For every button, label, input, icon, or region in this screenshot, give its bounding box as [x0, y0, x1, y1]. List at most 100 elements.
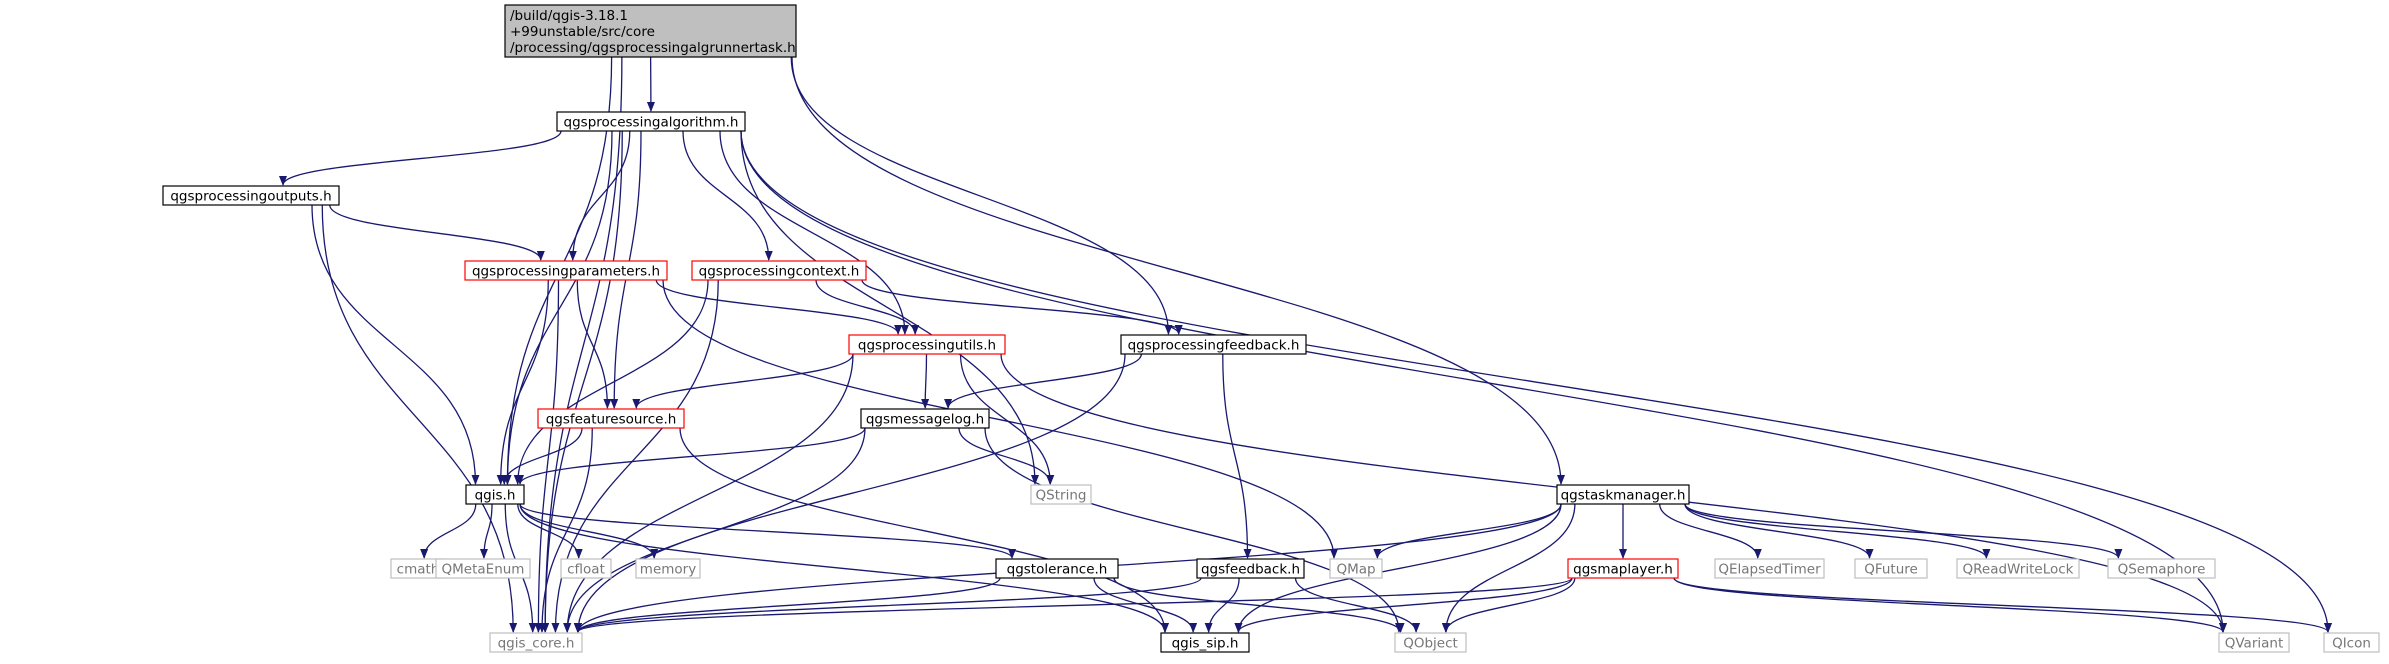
- edge-featsrc-to-qgiscore: [538, 427, 593, 633]
- node-label: QSemaphore: [2118, 562, 2206, 578]
- node-box: [1030, 484, 1092, 505]
- node-label: qgis_core.h: [498, 636, 575, 652]
- node-feedback[interactable]: qgsprocessingfeedback.h: [1120, 334, 1307, 355]
- node-label: QFuture: [1864, 562, 1918, 578]
- edge-params-to-qmap: [662, 279, 1338, 559]
- node-box: [504, 4, 797, 58]
- edge-qgis-to-cmath: [420, 503, 477, 559]
- edge-tolerance-to-qobject: [1113, 577, 1405, 633]
- node-featsrc[interactable]: qgsfeaturesource.h: [537, 408, 685, 429]
- node-label: QReadWriteLock: [1963, 562, 2074, 578]
- node-box: [1714, 558, 1825, 579]
- node-label: qgsfeedback.h: [1201, 562, 1300, 578]
- node-label: QElapsedTimer: [1718, 562, 1821, 578]
- node-params[interactable]: qgsprocessingparameters.h: [464, 260, 668, 281]
- edge-msglog-to-qstring: [958, 427, 1055, 485]
- node-box: [1196, 558, 1305, 579]
- node-qrwlock: QReadWriteLock: [1956, 558, 2080, 579]
- node-qelapsed: QElapsedTimer: [1714, 558, 1825, 579]
- node-box: [1567, 558, 1679, 579]
- node-root[interactable]: /build/qgis-3.18.1+99unstable/src/core/p…: [504, 4, 797, 58]
- node-label: QString: [1036, 488, 1087, 504]
- edge-alg-to-context: [682, 130, 773, 261]
- node-box: [537, 408, 685, 429]
- edge-root-to-taskmgr: [791, 56, 1565, 485]
- node-label: qgstaskmanager.h: [1561, 488, 1686, 504]
- node-box: [1956, 558, 2080, 579]
- node-label: /build/qgis-3.18.1: [510, 8, 628, 24]
- edge-feedback-to-qgiscore: [574, 353, 1126, 633]
- edge-params-to-qgiscore: [534, 279, 560, 633]
- node-label: qgsmaplayer.h: [1573, 562, 1673, 578]
- node-memory: memory: [635, 558, 701, 579]
- edge-taskmgr-to-qmap: [1373, 503, 1562, 559]
- node-utils[interactable]: qgsprocessingutils.h: [848, 334, 1006, 355]
- node-qgis[interactable]: qgis.h: [465, 484, 525, 505]
- edge-feedback-to-qgsfeedback: [1222, 353, 1252, 559]
- node-box: [2323, 632, 2380, 653]
- edge-outputs-to-qgiscore: [321, 204, 518, 633]
- node-label: qgsprocessingcontext.h: [699, 264, 860, 280]
- node-qmap: QMap: [1329, 558, 1383, 579]
- edge-feedback-to-msglog: [944, 353, 1143, 409]
- edge-context-to-qgis: [513, 279, 709, 485]
- node-label: qgis.h: [475, 488, 516, 504]
- node-msglog[interactable]: qgsmessagelog.h: [860, 408, 990, 429]
- edge-maplayer-to-qobject: [1441, 577, 1576, 633]
- node-maplayer[interactable]: qgsmaplayer.h: [1567, 558, 1679, 579]
- node-context[interactable]: qgsprocessingcontext.h: [691, 260, 867, 281]
- nodes-layer: /build/qgis-3.18.1+99unstable/src/core/p…: [162, 4, 2380, 653]
- node-label: qgis_sip.h: [1172, 636, 1239, 652]
- node-box: [995, 558, 1119, 579]
- node-box: [1854, 558, 1928, 579]
- node-qobject: QObject: [1394, 632, 1467, 653]
- edge-taskmgr-to-qobject: [1441, 503, 1576, 633]
- edge-qgis-to-tolerance: [519, 503, 1016, 559]
- node-box: [560, 558, 612, 579]
- node-label: qgstolerance.h: [1007, 562, 1108, 578]
- node-label: QVariant: [2225, 636, 2284, 652]
- node-label: cmath: [397, 562, 440, 578]
- node-box: [464, 260, 668, 281]
- node-label: qgsprocessingfeedback.h: [1128, 338, 1300, 354]
- node-outputs[interactable]: qgsprocessingoutputs.h: [162, 185, 340, 206]
- node-taskmgr[interactable]: qgstaskmanager.h: [1556, 484, 1690, 505]
- node-box: [848, 334, 1006, 355]
- node-qstring: QString: [1030, 484, 1092, 505]
- node-alg[interactable]: qgsprocessingalgorithm.h: [556, 111, 746, 132]
- edge-alg-to-qicon: [740, 130, 2332, 633]
- edge-alg-to-qvariant: [740, 130, 2227, 633]
- node-box: [556, 111, 746, 132]
- edge-utils-to-qgiscore: [563, 353, 854, 633]
- edge-msglog-to-qobject: [984, 427, 1403, 633]
- edge-msglog-to-qgiscore: [563, 427, 866, 633]
- edge-taskmgr-to-qfuture: [1684, 503, 1874, 559]
- edge-utils-to-msglog: [921, 353, 930, 409]
- edge-context-to-utils: [815, 279, 920, 335]
- edge-featsrc-to-qgis: [500, 427, 583, 485]
- edge-params-to-qgis: [496, 279, 549, 485]
- node-label: QMetaEnum: [442, 562, 525, 578]
- edge-alg-to-qstring: [740, 130, 1039, 485]
- node-qicon: QIcon: [2323, 632, 2380, 653]
- node-qgsfeedback[interactable]: qgsfeedback.h: [1196, 558, 1305, 579]
- edge-taskmgr-to-qelapsed: [1658, 503, 1762, 559]
- node-qsemaphore: QSemaphore: [2107, 558, 2216, 579]
- node-label: QIcon: [2332, 636, 2371, 652]
- edge-qgis-to-memory: [519, 503, 659, 559]
- node-qvariant: QVariant: [2218, 632, 2290, 653]
- node-label: /processing/qgsprocessingalgrunnertask.h: [510, 40, 796, 56]
- edge-featsrc-to-qgissip: [679, 427, 1169, 633]
- edge-tolerance-to-qgissip: [1093, 577, 1198, 633]
- node-qgiscore: qgis_core.h: [489, 632, 583, 653]
- node-label: cfloat: [567, 562, 605, 578]
- node-label: qgsprocessingparameters.h: [472, 264, 660, 280]
- node-qmetaenum: QMetaEnum: [435, 558, 531, 579]
- edge-root-to-feedback: [790, 56, 1173, 335]
- node-tolerance[interactable]: qgstolerance.h: [995, 558, 1119, 579]
- node-qgissip[interactable]: qgis_sip.h: [1160, 632, 1250, 653]
- edge-outputs-to-params: [329, 204, 545, 261]
- node-box: [1160, 632, 1250, 653]
- node-qfuture: QFuture: [1854, 558, 1928, 579]
